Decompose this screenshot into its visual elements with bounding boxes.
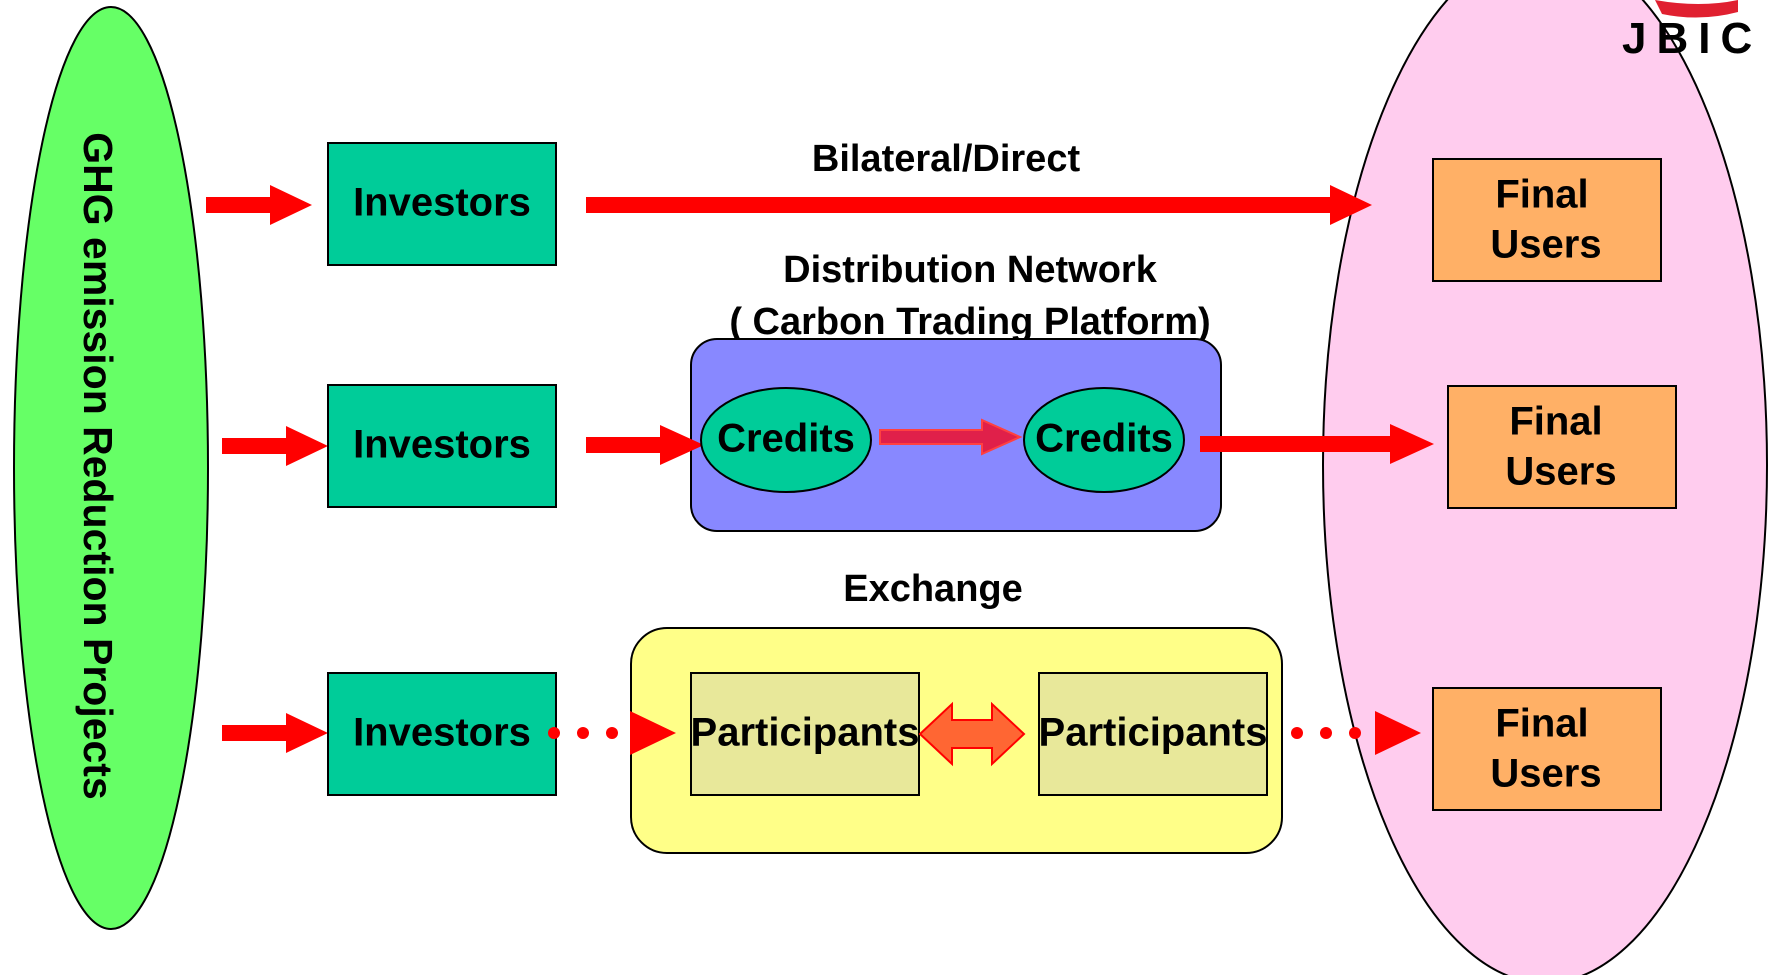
arrow-source-to-investors-3 <box>222 713 328 753</box>
arrow-credits-to-final-users <box>1200 424 1434 464</box>
final-users-label-2a: Final <box>1509 400 1602 444</box>
final-users-box-3 <box>1432 687 1662 811</box>
ghg-projects-label: GHG emission Reduction Projects <box>75 132 121 800</box>
participants-label-a: Participants <box>691 711 920 755</box>
credits-node-b <box>1023 387 1185 493</box>
arrow-source-to-investors-2 <box>222 426 328 466</box>
final-users-label-3a: Final <box>1495 702 1588 746</box>
arrow-investors-to-credits <box>586 425 704 465</box>
bilateral-title: Bilateral/Direct <box>812 138 1081 180</box>
arrow-bilateral-direct <box>586 185 1372 225</box>
participants-box-a <box>690 672 920 796</box>
investors-box-2 <box>327 384 557 508</box>
participants-label-b: Participants <box>1039 711 1268 755</box>
final-users-label-3b: Users <box>1490 752 1601 796</box>
dotted-arrow-exchange-to-final-users <box>1291 711 1421 755</box>
dotted-arrow-investors-to-exchange <box>548 711 676 755</box>
final-users-label-1a: Final <box>1495 173 1588 217</box>
credits-node-a <box>700 387 872 493</box>
jbic-logo-text: JBIC <box>1622 14 1762 63</box>
arrow-source-to-investors-1 <box>206 185 312 225</box>
investors-label-1: Investors <box>353 181 531 225</box>
exchange-title: Exchange <box>843 568 1023 610</box>
jbic-logo-swoosh <box>1655 0 1738 18</box>
ghg-projects-ellipse <box>13 6 209 930</box>
investors-box-1 <box>327 142 557 266</box>
arrow-participants-exchange <box>918 701 1026 767</box>
final-users-box-2 <box>1447 385 1677 509</box>
jbic-logo: JBIC <box>1622 0 1762 63</box>
investors-label-3: Investors <box>353 711 531 755</box>
credits-label-b: Credits <box>1035 417 1173 461</box>
investors-label-2: Investors <box>353 423 531 467</box>
final-users-label-2b: Users <box>1505 450 1616 494</box>
final-users-box-1 <box>1432 158 1662 282</box>
investors-box-3 <box>327 672 557 796</box>
distribution-title-line1: Distribution Network <box>783 249 1158 291</box>
credits-label-a: Credits <box>717 417 855 461</box>
arrow-credits-transfer <box>879 418 1023 456</box>
final-users-label-1b: Users <box>1490 223 1601 267</box>
distribution-title-line2: ( Carbon Trading Platform) <box>729 301 1210 343</box>
participants-box-b <box>1038 672 1268 796</box>
